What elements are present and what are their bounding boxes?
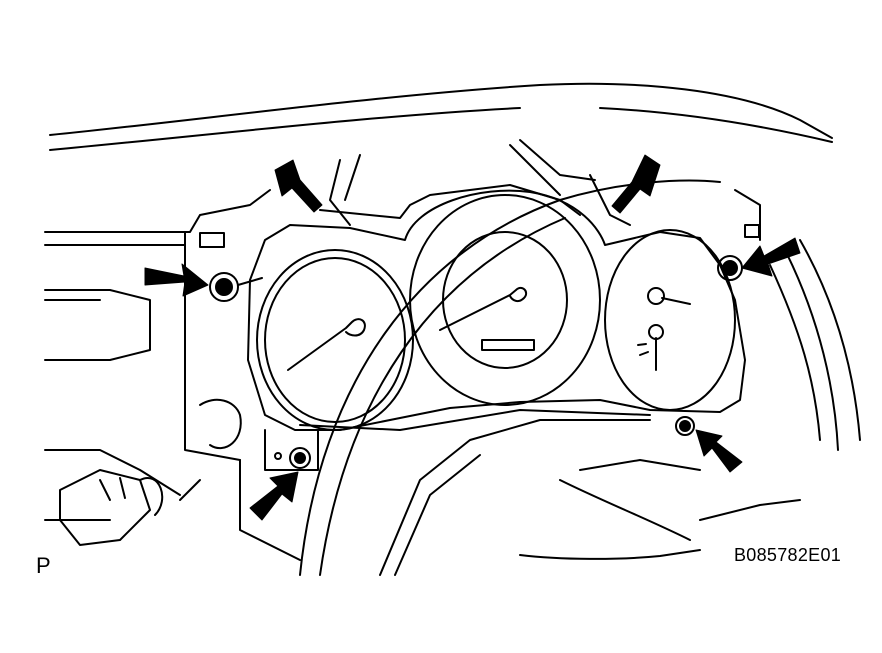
wire-harness (59, 469, 201, 546)
instrument-panel-outline (44, 82, 861, 561)
left-gauge-needle (287, 318, 366, 371)
screw-bottom-left (264, 429, 319, 471)
arrow-top-right (611, 154, 661, 214)
screw-right (717, 255, 743, 281)
center-gauge (409, 194, 601, 406)
left-gauge (256, 249, 414, 431)
mounting-screws (209, 255, 743, 471)
steering-wheel (299, 179, 721, 576)
right-gauge (604, 229, 736, 411)
figure-code: B085782E01 (734, 545, 842, 565)
arrow-bottom-right (695, 429, 743, 473)
temp-gauge-hub (648, 324, 664, 340)
arrow-bottom-left (249, 471, 299, 521)
arrow-right (741, 237, 801, 277)
screw-left (209, 272, 263, 302)
meter-hood-brackets (319, 139, 631, 226)
corner-mark: P (36, 553, 51, 578)
combination-meter (247, 189, 746, 431)
screw-bottom-right (675, 416, 695, 436)
arrow-left (144, 263, 209, 297)
fuel-gauge-hub (647, 287, 665, 305)
center-gauge-needle (439, 286, 528, 331)
arrow-top-left (274, 159, 323, 213)
callout-arrows (144, 154, 801, 521)
